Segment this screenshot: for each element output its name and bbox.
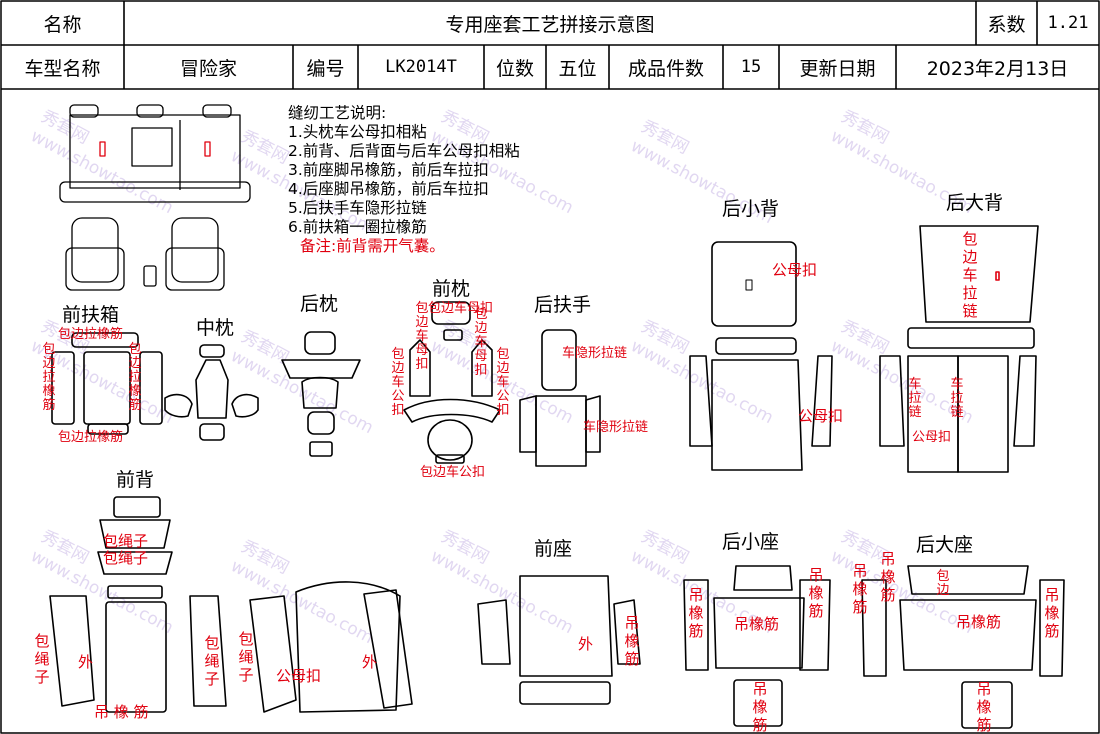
section-front-seat: 前座 <box>534 538 573 560</box>
notes-remark: 备注:前背需开气囊。 <box>300 237 445 255</box>
code-label: 编号 <box>306 57 345 80</box>
annotation-rbb-bottom: 公母扣 <box>912 430 952 445</box>
rear-headrest-pieces <box>281 331 361 457</box>
section-rear-big-seat: 后大座 <box>916 534 974 556</box>
annotation-rsb-top: 公母扣 <box>772 261 818 279</box>
annotation-fh-top: 包边车母扣 <box>415 301 429 372</box>
model-label: 车型名称 <box>24 57 101 80</box>
annotation-rbs-right: 吊橡筋 <box>1044 586 1060 640</box>
annotation-fb-rope2: 包绳子 <box>103 549 149 567</box>
annotation-fh-bottom: 包边车公扣 <box>420 465 486 480</box>
annotation-rbs-mid: 吊橡筋 <box>956 613 1002 631</box>
annotation-rbs-left2: 吊橡筋 <box>880 550 896 604</box>
annotation-fs-out: 外 <box>578 635 594 653</box>
annotation-ra-mid: 车隐形拉链 <box>583 420 649 435</box>
annotation-fh-right-top: 包边车母扣 <box>474 307 488 378</box>
rear-big-back-pieces <box>879 225 1039 473</box>
date-value: 2023年2月13日 <box>926 57 1069 80</box>
annotation-rsb-mid: 公母扣 <box>798 407 844 425</box>
notes-title: 缝纫工艺说明: <box>288 104 387 122</box>
section-rear-small-back: 后小背 <box>722 198 780 220</box>
section-front-back: 前背 <box>116 469 155 491</box>
annotation-fb2-left: 包绳子 <box>238 630 254 684</box>
note-item: 3.前座脚吊橡筋，前后车拉扣 <box>288 161 489 179</box>
annotation-fs-right: 吊橡筋 <box>624 614 640 668</box>
rear-big-seat-pieces <box>861 565 1065 729</box>
section-middle-headrest: 中枕 <box>196 317 235 339</box>
note-item: 6.前扶箱一圈拉橡筋 <box>288 218 427 236</box>
annotation-rbb-left: 车拉链 <box>908 377 922 420</box>
section-rear-armrest: 后扶手 <box>534 294 592 316</box>
annotation-rss-mid: 吊橡筋 <box>734 615 780 633</box>
front-seat-pieces <box>477 575 641 705</box>
middle-headrest-pieces <box>164 344 259 441</box>
annotation-rbb-top: 包边车拉链 <box>962 230 978 320</box>
model-value: 冒险家 <box>179 57 237 80</box>
annotation-rss-bottom: 吊橡筋 <box>752 680 768 734</box>
page-title: 专用座套工艺拼接示意图 <box>445 13 655 36</box>
seat-overview <box>59 104 251 291</box>
note-item: 2.前背、后背面与后车公母扣相粘 <box>288 142 520 160</box>
annotation-fh-top-b: 包边车母扣 <box>428 301 494 316</box>
annotation-fb2-clasp: 公母扣 <box>276 667 322 685</box>
rear-armrest-pieces <box>519 329 601 467</box>
annotation-fb-bottom: 吊 橡 筋 <box>94 703 149 721</box>
pieces-label: 成品件数 <box>627 57 704 80</box>
annotation-fh-right: 包边车公扣 <box>496 347 510 418</box>
annotation-fb-rope1: 包绳子 <box>103 532 149 550</box>
coefficient-value: 1.21 <box>1047 13 1089 33</box>
annotation-rss-left2: 吊橡筋 <box>808 566 824 620</box>
coefficient-label: 系数 <box>987 13 1026 36</box>
annotation-rbs-edge: 包边 <box>936 569 950 598</box>
note-item: 1.头枕车公母扣相粘 <box>288 123 427 141</box>
section-rear-big-back: 后大背 <box>946 192 1004 214</box>
annotation-rbs-bottom: 吊橡筋 <box>976 680 992 734</box>
annotation-fb-out1: 外 <box>78 653 94 671</box>
annotation-ra-top: 车隐形拉链 <box>562 346 628 361</box>
section-front-headrest: 前枕 <box>432 278 471 300</box>
seats-value: 五位 <box>558 57 597 80</box>
annotation-fh-left: 包边车公扣 <box>391 347 405 418</box>
annotation-fb-mid: 包绳子 <box>204 634 220 688</box>
front-armrest-box-pieces <box>51 332 163 435</box>
annotation-fb2-out: 外 <box>362 653 378 671</box>
pieces-value: 15 <box>740 57 762 77</box>
front-headrest-pieces <box>403 301 501 464</box>
rear-small-seat-pieces <box>683 565 831 727</box>
annotation-rbb-right: 车拉链 <box>950 377 964 420</box>
rear-small-back-pieces <box>689 241 833 471</box>
front-back-pieces <box>49 496 413 713</box>
code-value: LK2014T <box>385 57 457 77</box>
sewing-notes: 缝纫工艺说明: 1.头枕车公母扣相粘 2.前背、后背面与后车公母扣相粘 3.前座… <box>288 104 520 256</box>
date-label: 更新日期 <box>799 57 876 80</box>
annotation-box-left: 包边拉橡筋 <box>42 342 56 413</box>
section-rear-small-seat: 后小座 <box>722 531 780 553</box>
annotation-fb-left: 包绳子 <box>34 632 50 686</box>
section-front-armrest-box: 前扶箱 <box>62 304 120 326</box>
section-rear-headrest: 后枕 <box>300 293 339 315</box>
annotation-rss-left: 吊橡筋 <box>688 586 704 640</box>
annotation-rbs-left: 吊橡筋 <box>852 562 868 616</box>
annotation-box-right: 包边拉橡筋 <box>128 342 142 413</box>
note-item: 5.后扶手车隐形拉链 <box>288 199 427 217</box>
annotation-box-bottom: 包边拉橡筋 <box>58 430 124 445</box>
seats-label: 位数 <box>495 57 534 80</box>
name-label: 名称 <box>43 13 82 36</box>
note-item: 4.后座脚吊橡筋，前后车拉扣 <box>288 180 489 198</box>
annotation-box-top: 包边拉橡筋 <box>58 327 124 342</box>
